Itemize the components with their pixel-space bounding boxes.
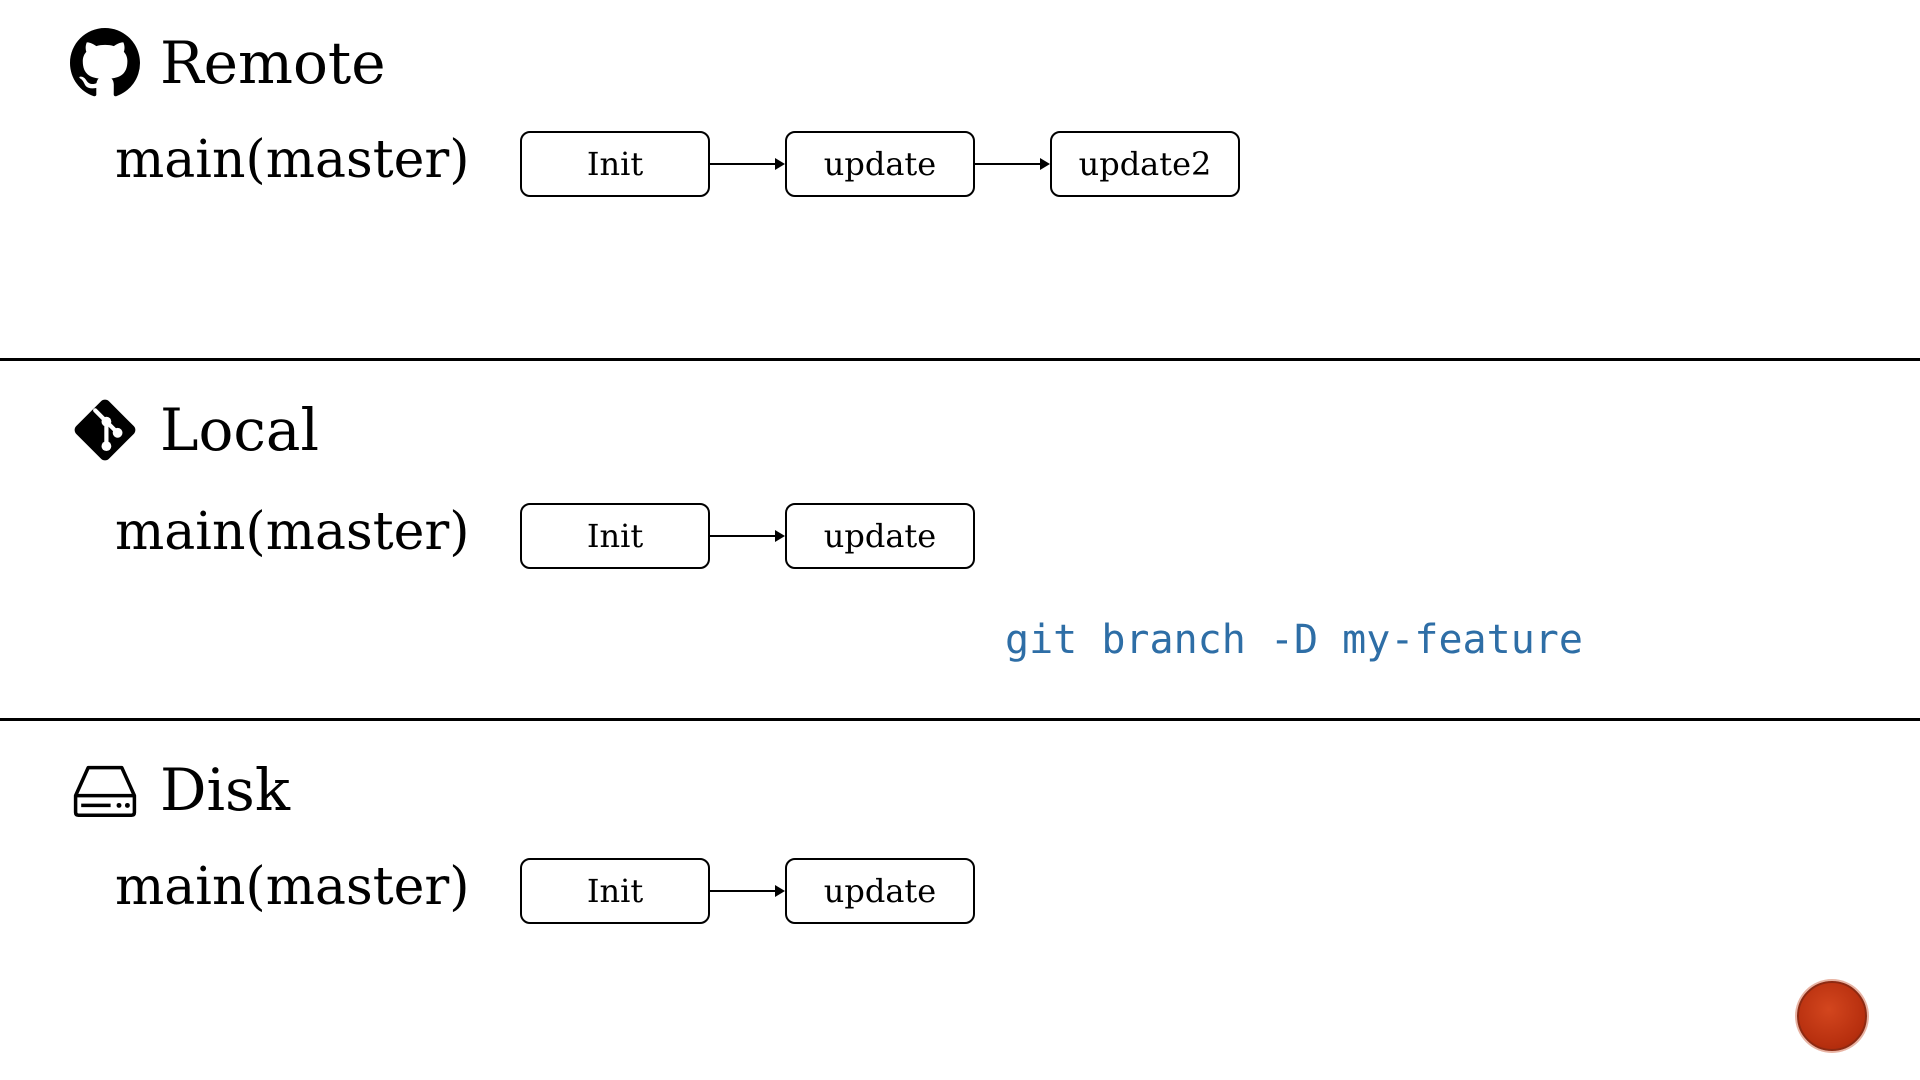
branch-label-remote: main(master) — [115, 130, 470, 190]
github-icon — [70, 28, 140, 98]
section-title-remote: Remote — [160, 29, 386, 97]
section-title-disk: Disk — [160, 756, 290, 824]
git-icon — [70, 395, 140, 465]
commit-node-disk-update: update — [785, 858, 975, 924]
commit-node-local-update: update — [785, 503, 975, 569]
section-divider — [0, 718, 1920, 721]
commit-node-local-init: Init — [520, 503, 710, 569]
commit-arrow — [710, 885, 785, 897]
local-section-header: Local — [70, 395, 319, 465]
branch-label-disk: main(master) — [115, 857, 470, 917]
remote-section-header: Remote — [70, 28, 386, 98]
commit-node-remote-init: Init — [520, 131, 710, 197]
git-command-text: git branch -D my-feature — [1005, 617, 1583, 663]
commit-arrow — [710, 158, 785, 170]
commit-node-disk-init: Init — [520, 858, 710, 924]
branch-label-local: main(master) — [115, 502, 470, 562]
commit-node-remote-update2: update2 — [1050, 131, 1240, 197]
disk-section-header: Disk — [70, 755, 290, 825]
section-title-local: Local — [160, 396, 320, 464]
presenter-badge — [1797, 981, 1867, 1051]
section-divider — [0, 358, 1920, 361]
hard-drive-icon — [70, 755, 140, 825]
commit-node-remote-update: update — [785, 131, 975, 197]
commit-arrow — [975, 158, 1050, 170]
commit-arrow — [710, 530, 785, 542]
